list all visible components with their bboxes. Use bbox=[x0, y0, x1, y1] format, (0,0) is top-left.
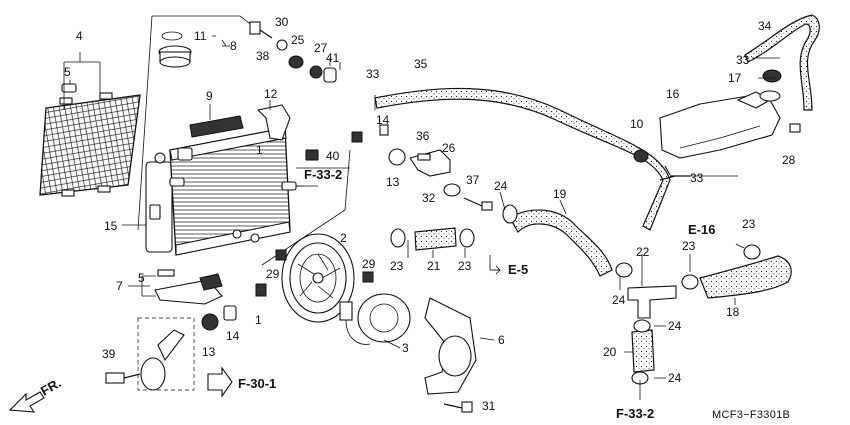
part-label-p13b: 13 bbox=[202, 345, 216, 359]
overflow-hose-35 bbox=[374, 87, 671, 231]
part-label-p13a: 13 bbox=[386, 175, 400, 189]
part-label-p8: 8 bbox=[230, 39, 237, 53]
hose-21 bbox=[414, 227, 457, 251]
small-hardware bbox=[201, 124, 690, 413]
part-label-p23d: 23 bbox=[742, 217, 756, 231]
radiator-grille bbox=[39, 92, 141, 197]
diagram-code: MCF3−F3301B bbox=[712, 409, 790, 421]
part-label-p24b: 24 bbox=[612, 293, 626, 307]
part-label-p24a: 24 bbox=[494, 179, 508, 193]
part-label-p5b: 5 bbox=[138, 271, 145, 285]
fan-motor-3 bbox=[339, 293, 411, 345]
part-label-p33a: 33 bbox=[366, 67, 380, 81]
ref-f33-2-top: F-33-2 bbox=[304, 167, 342, 182]
part-label-p36: 36 bbox=[416, 129, 430, 143]
part-label-p29b: 29 bbox=[362, 257, 376, 271]
radiator-hose-18 bbox=[699, 255, 792, 299]
part-label-p25: 25 bbox=[291, 33, 305, 47]
arrow-f30-1 bbox=[207, 366, 233, 398]
front-arrow bbox=[8, 391, 45, 413]
part-label-p16: 16 bbox=[666, 87, 680, 101]
part-label-p23c: 23 bbox=[682, 239, 696, 253]
part-label-p1a: 1 bbox=[256, 143, 263, 157]
siphon-hose-34 bbox=[744, 14, 820, 111]
sticker-40 bbox=[305, 149, 319, 161]
grommet-10 bbox=[633, 149, 649, 163]
part-label-p21: 21 bbox=[427, 259, 441, 273]
reserve-tank-16 bbox=[659, 90, 781, 159]
part-label-p23b: 23 bbox=[458, 259, 472, 273]
part-label-p1b: 1 bbox=[255, 313, 262, 327]
ref-f33-2-bottom: F-33-2 bbox=[616, 406, 654, 421]
bolt-28 bbox=[789, 123, 801, 133]
part-label-p24d: 24 bbox=[668, 371, 682, 385]
part-label-p32: 32 bbox=[422, 191, 436, 205]
side-cover-12 bbox=[256, 104, 291, 141]
leader-lines bbox=[63, 35, 780, 400]
pad-7 bbox=[199, 273, 223, 291]
part-labels: 1 1 2 3 4 5 5 6 7 8 9 10 11 12 13 13 14 … bbox=[64, 15, 796, 413]
mount-hardware bbox=[249, 21, 363, 161]
upper-seal-9 bbox=[189, 115, 244, 138]
grommet-5-top bbox=[61, 83, 77, 93]
hose-20 bbox=[631, 329, 655, 373]
hose-clamps bbox=[390, 204, 761, 385]
part-label-p15: 15 bbox=[104, 219, 118, 233]
part-label-p37: 37 bbox=[466, 173, 480, 187]
part-label-p12: 12 bbox=[264, 87, 278, 101]
part-label-p27: 27 bbox=[314, 41, 328, 55]
part-label-p39: 39 bbox=[102, 347, 116, 361]
part-label-p2: 2 bbox=[340, 231, 347, 245]
part-label-p18: 18 bbox=[726, 305, 740, 319]
part-label-p14b: 14 bbox=[226, 329, 240, 343]
reference-codes: F-33-2 E-5 E-16 F-30-1 F-33-2 FR. bbox=[38, 167, 715, 421]
part-label-p6: 6 bbox=[498, 333, 505, 347]
part-label-p10: 10 bbox=[630, 117, 644, 131]
ref-e5: E-5 bbox=[508, 262, 528, 277]
part-label-p11: 11 bbox=[194, 29, 207, 43]
part-label-p26: 26 bbox=[442, 141, 456, 155]
horn-39 bbox=[105, 317, 195, 391]
part-label-p17: 17 bbox=[728, 71, 742, 85]
part-label-p28: 28 bbox=[782, 153, 796, 167]
fan-shroud-6 bbox=[424, 297, 477, 395]
part-label-p23a: 23 bbox=[390, 259, 404, 273]
radiator-cap bbox=[158, 45, 192, 68]
ref-e16: E-16 bbox=[688, 222, 715, 237]
part-label-p35: 35 bbox=[414, 57, 428, 71]
part-label-p40: 40 bbox=[326, 149, 340, 163]
radiator-hose-19 bbox=[509, 209, 613, 277]
reserve-cap-17 bbox=[762, 69, 782, 83]
part-label-p7: 7 bbox=[116, 279, 123, 293]
part-label-p33b: 33 bbox=[736, 53, 750, 67]
part-label-p34: 34 bbox=[758, 19, 772, 33]
part-label-p9: 9 bbox=[206, 89, 213, 103]
ref-f30-1: F-30-1 bbox=[238, 376, 276, 391]
part-label-p30: 30 bbox=[275, 15, 289, 29]
part-label-p33c: 33 bbox=[690, 171, 704, 185]
part-label-p22: 22 bbox=[636, 245, 650, 259]
cooling-fan-2 bbox=[281, 233, 355, 323]
t-joint-22 bbox=[627, 285, 677, 319]
part-label-p31: 31 bbox=[482, 399, 496, 413]
part-label-p3: 3 bbox=[402, 341, 409, 355]
cap-seal-ring bbox=[161, 31, 183, 41]
part-label-p20: 20 bbox=[603, 345, 617, 359]
part-label-p19: 19 bbox=[553, 187, 567, 201]
part-label-p29a: 29 bbox=[266, 267, 280, 281]
part-label-p41: 41 bbox=[326, 51, 340, 65]
grommet-5-bottom bbox=[157, 269, 175, 277]
part-label-p38: 38 bbox=[256, 49, 270, 63]
part-label-p14a: 14 bbox=[376, 113, 390, 127]
part-label-p4: 4 bbox=[76, 29, 83, 43]
radiator-assembly bbox=[137, 15, 351, 266]
part-label-p24c: 24 bbox=[668, 319, 682, 333]
part-label-p5a: 5 bbox=[64, 65, 71, 79]
